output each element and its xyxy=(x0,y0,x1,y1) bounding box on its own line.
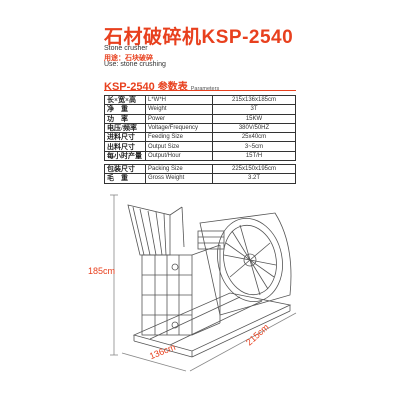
spec-value: 380V/50HZ xyxy=(212,122,296,134)
flywheel-guard xyxy=(199,212,292,316)
spec-value: 3T xyxy=(212,104,296,115)
spec-label-en: L*W*H xyxy=(145,94,213,106)
depth-dimension-line xyxy=(121,352,187,372)
spec-row: 长×宽×高 L*W*H 215x136x185cm xyxy=(104,94,296,106)
spec-label-en: Power xyxy=(145,113,213,124)
params-model: KSP-2540 xyxy=(104,81,155,93)
product-subtitle: Stone crusher xyxy=(104,45,148,52)
spec-row: 功 率 Power 15KW xyxy=(104,113,296,124)
spec-label-cn: 出料尺寸 xyxy=(104,141,146,152)
spec-row: 净 重 Weight 3T xyxy=(104,104,296,115)
params-heading-cn: 参数表 xyxy=(157,82,188,93)
spec-value: 3~5cm xyxy=(212,141,296,152)
spec-row: 包装尺寸 Packing Size 225x150x195cm xyxy=(104,163,296,175)
crusher-body xyxy=(141,244,221,336)
params-heading-en: Parameters xyxy=(190,86,220,92)
hopper xyxy=(127,204,185,256)
crusher-drawing xyxy=(110,194,297,372)
spec-value: 225x150x195cm xyxy=(212,163,296,175)
spec-label-cn: 每小时产量 xyxy=(104,150,146,162)
height-dimension-label: 185cm xyxy=(88,266,116,276)
spec-label-cn: 电压/频率 xyxy=(104,122,146,134)
spec-label-en: Output/Hour xyxy=(145,150,213,162)
packing-table: 包装尺寸 Packing Size 225x150x195cm 毛 重 Gros… xyxy=(104,163,296,184)
spec-label-en: Weight xyxy=(145,104,213,115)
spec-label-cn: 包装尺寸 xyxy=(104,163,146,175)
spec-label-cn: 毛 重 xyxy=(104,173,146,184)
spec-row: 电压/频率 Voltage/Frequency 380V/50HZ xyxy=(104,122,296,134)
params-divider xyxy=(104,90,296,91)
spec-value: 15T/H xyxy=(212,150,296,162)
spec-value: 15KW xyxy=(212,113,296,124)
spec-row: 进料尺寸 Feeding Size 25x40cm xyxy=(104,132,296,143)
spec-label-en: Gross Weight xyxy=(145,173,213,184)
spec-label-en: Feeding Size xyxy=(145,132,213,143)
spec-row: 出料尺寸 Output Size 3~5cm xyxy=(104,141,296,152)
spec-value: 3.2T xyxy=(212,173,296,184)
base-frame xyxy=(132,292,292,358)
use-en: Use: stone crushing xyxy=(104,61,166,68)
spec-label-cn: 功 率 xyxy=(104,113,146,124)
spec-label-en: Packing Size xyxy=(145,163,213,175)
product-title: 石材破碎机KSP-2540 xyxy=(104,27,294,48)
spec-value: 215x136x185cm xyxy=(212,94,296,106)
spec-row: 毛 重 Gross Weight 3.2T xyxy=(104,173,296,184)
spec-table: 长×宽×高 L*W*H 215x136x185cm 净 重 Weight 3T … xyxy=(104,94,296,162)
spec-value: 25x40cm xyxy=(212,132,296,143)
spec-label-cn: 长×宽×高 xyxy=(104,94,146,106)
spec-label-cn: 进料尺寸 xyxy=(104,132,146,143)
spec-label-en: Output Size xyxy=(145,141,213,152)
spec-label-en: Voltage/Frequency xyxy=(145,122,213,134)
width-dimension-line xyxy=(189,312,297,372)
spec-label-cn: 净 重 xyxy=(104,104,146,115)
spec-row: 每小时产量 Output/Hour 15T/H xyxy=(104,150,296,162)
motor xyxy=(197,230,225,250)
use-cn: 用途：石块破碎 xyxy=(104,55,153,62)
